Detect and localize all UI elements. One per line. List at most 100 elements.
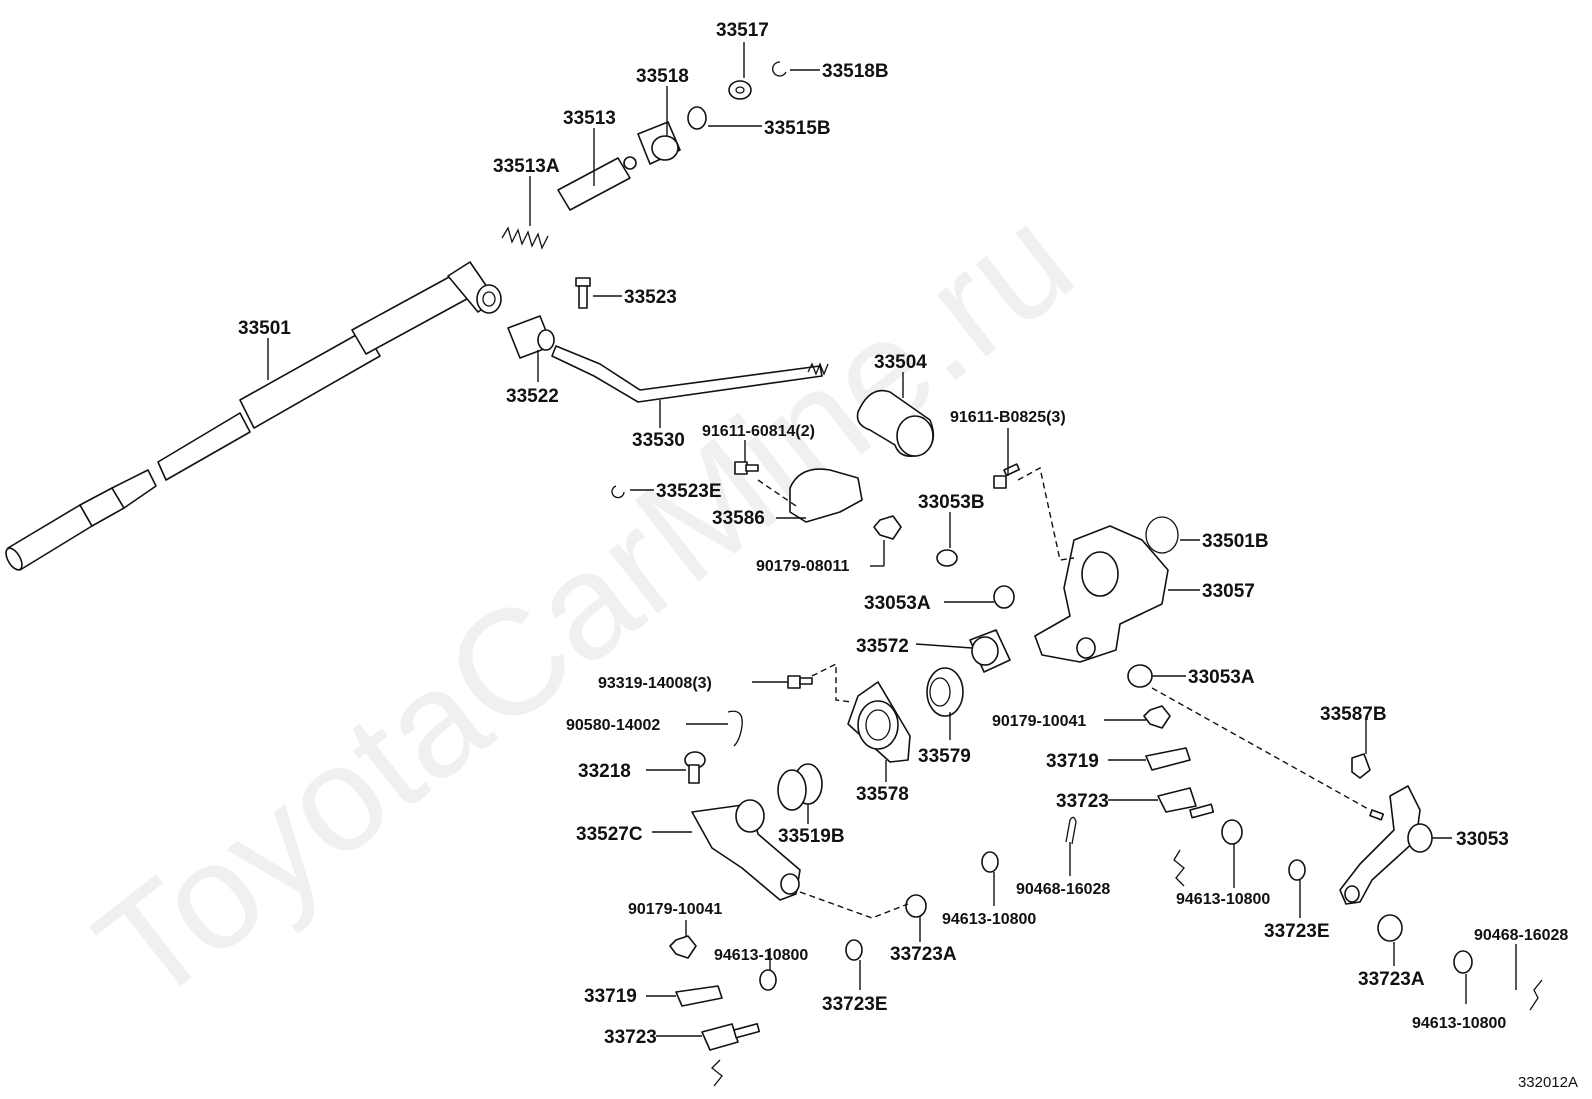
part-label: 33518B [822, 61, 889, 82]
bushing [1127, 664, 1153, 688]
part-label: 91611-60814(2) [702, 423, 815, 440]
part-label: 33578 [856, 784, 909, 805]
part-label: 33519B [778, 826, 845, 847]
part-label: 33523 [624, 287, 677, 308]
part-label: 94613-10800 [1176, 891, 1270, 908]
part-label: 90468-16028 [1474, 927, 1568, 944]
clip [675, 985, 723, 1007]
part-label: 33513 [563, 108, 616, 129]
cable-end [711, 1059, 723, 1087]
part-label: 90468-16028 [1016, 881, 1110, 898]
washer [981, 851, 999, 873]
part-label: 33053 [1456, 829, 1509, 850]
part-label: 33530 [632, 430, 685, 451]
part-label: 33218 [578, 761, 631, 782]
part-labels: 33517 33518B 33518 33515B 33513 33513A 3… [238, 20, 1568, 1048]
part-label: 91611-B0825(3) [950, 409, 1066, 426]
bushing [993, 585, 1015, 609]
part-label: 94613-10800 [714, 947, 808, 964]
nut [873, 515, 902, 540]
part-label: 33587B [1320, 704, 1387, 725]
part-label: 90179-10041 [992, 713, 1086, 730]
seat [926, 667, 964, 717]
part-label: 33517 [716, 20, 769, 41]
part-label: 33053A [864, 593, 931, 614]
washer [728, 80, 752, 100]
part-label: 94613-10800 [942, 911, 1036, 928]
spring [501, 226, 549, 250]
pin-bolt [575, 277, 591, 309]
part-label: 94613-10800 [1412, 1015, 1506, 1032]
bracket [789, 468, 863, 523]
clip [1145, 747, 1191, 771]
washer [687, 106, 707, 130]
pin [1157, 787, 1215, 819]
part-label: 33523E [656, 481, 722, 502]
pin [701, 1022, 761, 1051]
bushing [905, 894, 927, 918]
part-label: 33723A [890, 944, 957, 965]
part-label: 33504 [874, 352, 927, 373]
snap-ring [772, 61, 787, 77]
part-label: 33719 [1046, 751, 1099, 772]
part-label: 33513A [493, 156, 560, 177]
washer [1221, 819, 1243, 845]
bushing [969, 629, 1011, 673]
screw [787, 675, 813, 689]
pivot-joint [507, 315, 555, 359]
retaining-pin [1529, 979, 1543, 1011]
retaining-pin [1065, 816, 1077, 845]
shift-lever-arm [1339, 785, 1433, 905]
part-label: 33522 [506, 386, 559, 407]
e-clip [611, 485, 625, 499]
part-label: 33723E [1264, 921, 1330, 942]
washer [1288, 859, 1306, 881]
part-label: 33527C [576, 824, 643, 845]
diagram-code: 332012A [1517, 1074, 1578, 1091]
clip-spring [727, 710, 743, 747]
part-label: 33518 [636, 66, 689, 87]
part-label: 93319-14008(3) [598, 675, 712, 692]
shift-housing [1034, 525, 1169, 663]
part-label: 33723 [604, 1027, 657, 1048]
bracket-small [1351, 753, 1371, 779]
control-rod [551, 345, 829, 403]
assembly-lines [757, 466, 1371, 919]
shift-knob [856, 389, 935, 458]
part-label: 33053A [1188, 667, 1255, 688]
bushing [1377, 914, 1403, 942]
bushing [936, 549, 958, 567]
select-lever [691, 799, 801, 901]
part-label: 33057 [1202, 581, 1255, 602]
part-label: 33515B [764, 118, 831, 139]
part-label: 33053B [918, 492, 985, 513]
o-ring [1145, 516, 1179, 554]
part-label: 33586 [712, 508, 765, 529]
cable-end [1173, 849, 1185, 887]
part-label: 33579 [918, 746, 971, 767]
detent-pin [557, 156, 637, 211]
part-label: 90179-10041 [628, 901, 722, 918]
plug [684, 751, 706, 784]
bushing [777, 763, 823, 811]
part-label: 33723 [1056, 791, 1109, 812]
part-label: 90179-08011 [756, 558, 850, 575]
bolt [993, 463, 1021, 489]
washer [845, 939, 863, 961]
part-label: 33501B [1202, 531, 1269, 552]
nut [1143, 705, 1171, 729]
bolt [734, 461, 759, 475]
washer [759, 969, 777, 991]
part-label: 90580-14002 [566, 717, 660, 734]
shift-lever-shaft [5, 261, 502, 571]
bushing [637, 121, 681, 165]
washer [1453, 950, 1473, 974]
part-label: 33719 [584, 986, 637, 1007]
part-label: 33723A [1358, 969, 1425, 990]
part-label: 33501 [238, 318, 291, 339]
part-label: 33723E [822, 994, 888, 1015]
part-label: 33572 [856, 636, 909, 657]
retainer-plate [847, 681, 911, 763]
nut [669, 935, 697, 959]
